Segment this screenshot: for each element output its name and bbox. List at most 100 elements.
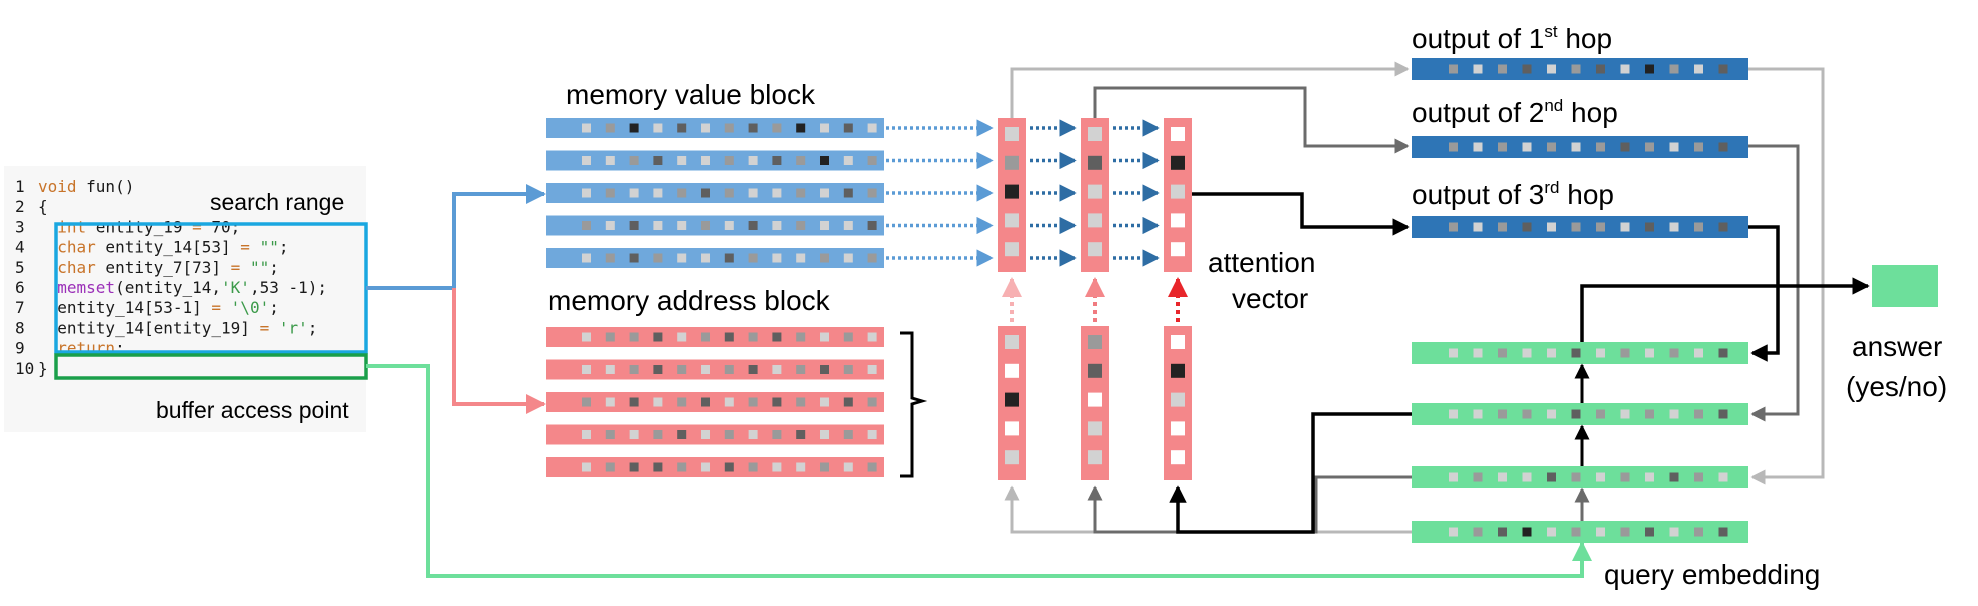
cell [1620, 527, 1630, 537]
code-line-number: 10 [15, 359, 34, 378]
cell [1718, 348, 1728, 358]
code-token: entity_14[53] [96, 238, 241, 257]
address-row-bar [546, 392, 884, 412]
code-line-number: 9 [15, 339, 25, 358]
cell [605, 332, 615, 342]
cell [867, 365, 877, 374]
cell [1522, 527, 1532, 537]
address-row-bar [546, 457, 884, 477]
cell [1449, 348, 1458, 358]
cell [1473, 472, 1483, 482]
cell [1473, 348, 1483, 358]
cell [843, 123, 853, 133]
cell [820, 253, 829, 263]
code-token: entity_14[53-1] [38, 298, 211, 317]
cell [1088, 335, 1102, 349]
cell [677, 365, 687, 374]
value-row [546, 183, 884, 203]
cell [1005, 155, 1019, 170]
cell [796, 462, 806, 472]
cell [1669, 222, 1679, 232]
cell [1088, 213, 1102, 228]
memory-value-block [546, 118, 884, 268]
dotted-links [886, 119, 1160, 267]
cell [1498, 64, 1507, 74]
cell [653, 365, 663, 374]
cell [605, 221, 615, 230]
cell [701, 221, 710, 230]
cell [724, 188, 734, 198]
cell [1620, 222, 1630, 232]
cell [1596, 222, 1605, 232]
hop2-to-green2-line [1748, 144, 1800, 422]
cell [1088, 242, 1102, 257]
value-row-bar [546, 150, 884, 171]
cell [724, 221, 734, 230]
cell [1449, 527, 1458, 537]
cell [1596, 142, 1605, 152]
cell [1718, 222, 1728, 232]
cell [1498, 527, 1507, 537]
cell [1620, 409, 1630, 419]
cell [701, 462, 710, 472]
cell [653, 188, 663, 198]
code-line: char entity_14[53] = ""; [38, 238, 288, 257]
cell [748, 397, 758, 407]
code-line: memset(entity_14,'K',53 -1); [38, 278, 327, 297]
code-token: ; [308, 318, 318, 337]
cell [582, 221, 591, 230]
cell [1498, 409, 1507, 419]
cell [1620, 472, 1630, 482]
cell [677, 462, 687, 472]
cell [843, 462, 853, 472]
address-row-bar [546, 424, 884, 445]
cell [1547, 527, 1556, 537]
cell [1571, 64, 1581, 74]
cell [867, 123, 877, 133]
cell [843, 365, 853, 374]
memory-address-block-label: memory address block [548, 285, 831, 316]
cell [1522, 472, 1532, 482]
cell [1669, 527, 1679, 537]
cell [867, 430, 877, 439]
code-token: char [38, 238, 96, 257]
cell [677, 253, 687, 263]
cell [605, 188, 615, 198]
code-token: = [211, 298, 221, 317]
code-token: fun() [77, 177, 135, 196]
code-token: ; [115, 339, 125, 358]
cell [1088, 155, 1102, 170]
cell [1088, 450, 1102, 465]
cell [1645, 527, 1654, 537]
code-line-number: 4 [15, 238, 25, 257]
code-line: char entity_7[73] = ""; [38, 258, 279, 277]
cell [629, 462, 639, 472]
attention-column [1081, 118, 1109, 272]
cell [1669, 409, 1679, 419]
hop1-loop-line [1004, 485, 1412, 534]
cell [1669, 142, 1679, 152]
cell [1449, 222, 1458, 232]
attention-column [1164, 118, 1192, 272]
cell [582, 397, 591, 407]
col1-to-hop1-line [1010, 61, 1410, 118]
cell [653, 253, 663, 263]
cell [748, 462, 758, 472]
memory-value-block-label: memory value block [566, 79, 816, 110]
cell [1718, 64, 1728, 74]
address-attention-column [998, 326, 1026, 480]
cell [724, 253, 734, 263]
cell [605, 462, 615, 472]
cell [1522, 64, 1532, 74]
cell [701, 397, 710, 407]
address-attention-columns [998, 326, 1192, 480]
cell [605, 397, 615, 407]
cell [1498, 348, 1507, 358]
cell [772, 253, 782, 263]
code-token: = [260, 318, 270, 337]
cell [1571, 472, 1581, 482]
cell [1005, 392, 1019, 407]
cell [724, 332, 734, 342]
cell [1596, 348, 1605, 358]
